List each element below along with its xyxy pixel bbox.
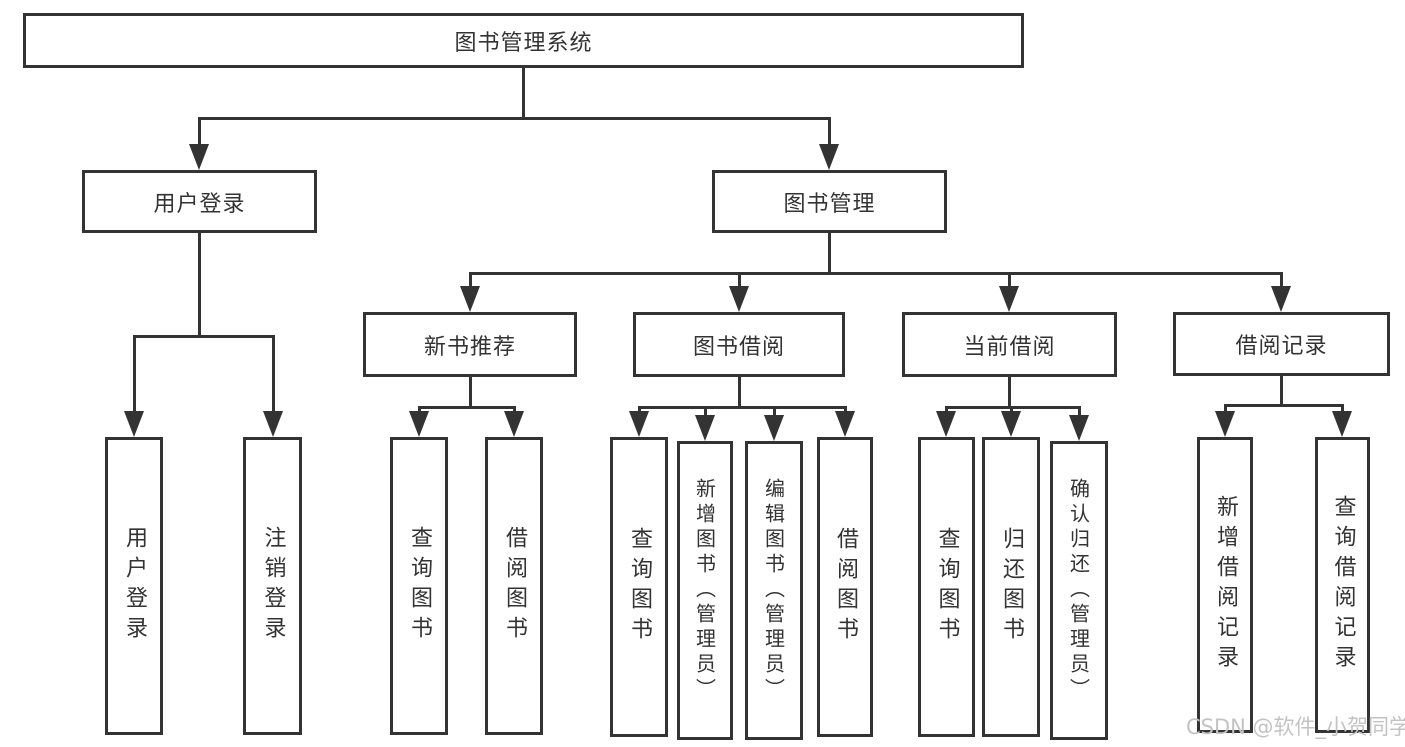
arrow-down-icon xyxy=(999,286,1019,312)
node-logout-leaf: 注销登录 xyxy=(243,437,302,735)
connector-drop-new-book xyxy=(469,272,472,288)
node-confirm-return-admin: 确认归还（管理员） xyxy=(1050,441,1108,740)
connector-drop-records xyxy=(1280,272,1283,288)
connector-current-rail xyxy=(945,406,1081,409)
connector-drop-book-management xyxy=(828,117,831,145)
node-borrowing-records: 借阅记录 xyxy=(1173,312,1390,376)
connector-book-management-stem xyxy=(828,233,831,275)
connector-drop xyxy=(638,406,641,414)
node-user-login-leaf: 用户登录 xyxy=(105,437,163,735)
arrow-down-icon xyxy=(819,144,839,170)
connector-drop-current xyxy=(1008,272,1011,288)
node-book-borrowing: 图书借阅 xyxy=(633,312,845,377)
node-query-books-current: 查询图书 xyxy=(918,437,975,737)
arrow-down-icon xyxy=(835,411,855,437)
node-add-books-admin: 新增图书（管理员） xyxy=(677,441,733,740)
arrow-down-icon xyxy=(936,411,956,437)
node-borrow-books-borrowing: 借阅图书 xyxy=(817,437,873,737)
arrow-down-icon xyxy=(1332,411,1352,437)
arrow-down-icon xyxy=(460,286,480,312)
connector-drop-user-login xyxy=(198,117,201,145)
connector-new-book-stem xyxy=(469,377,472,409)
arrow-down-icon xyxy=(1271,286,1291,312)
arrow-down-icon xyxy=(504,411,524,437)
node-new-book-recommendation: 新书推荐 xyxy=(363,312,577,377)
arrow-down-icon xyxy=(1069,415,1089,441)
node-add-borrow-record: 新增借阅记录 xyxy=(1197,437,1253,733)
node-user-login: 用户登录 xyxy=(82,170,317,233)
node-book-management: 图书管理 xyxy=(712,170,947,233)
connector-records-stem xyxy=(1280,376,1283,407)
node-query-borrow-record: 查询借阅记录 xyxy=(1315,437,1370,733)
connector-drop-login-leaf xyxy=(133,335,136,413)
arrow-down-icon xyxy=(263,411,283,437)
connector-drop xyxy=(1010,406,1013,414)
watermark: CSDN @软件_小贺同学 xyxy=(1186,715,1405,739)
arrow-down-icon xyxy=(1215,411,1235,437)
connector-drop-logout-leaf xyxy=(272,335,275,413)
arrow-down-icon xyxy=(189,144,209,170)
node-borrow-books-recommend: 借阅图书 xyxy=(485,437,543,735)
connector-user-login-stem xyxy=(198,233,201,337)
node-edit-books-admin: 编辑图书（管理员） xyxy=(745,441,803,740)
connector-drop xyxy=(945,406,948,414)
node-return-books: 归还图书 xyxy=(982,437,1040,737)
connector-drop-borrowing xyxy=(738,272,741,288)
arrow-down-icon xyxy=(629,411,649,437)
arrow-down-icon xyxy=(695,415,715,441)
node-library-management-system: 图书管理系统 xyxy=(23,13,1024,68)
node-query-books-borrowing: 查询图书 xyxy=(610,437,668,737)
connector-drop xyxy=(704,406,707,418)
connector-current-stem xyxy=(1008,377,1011,409)
arrow-down-icon xyxy=(764,415,784,441)
node-query-books-recommend: 查询图书 xyxy=(390,437,448,735)
node-current-borrowing: 当前借阅 xyxy=(902,312,1117,377)
connector-records-rail xyxy=(1224,404,1344,407)
connector-borrowing-stem xyxy=(738,377,741,409)
arrow-down-icon xyxy=(1001,411,1021,437)
connector-level3-rail xyxy=(469,272,1283,275)
connector-user-login-rail xyxy=(133,335,275,338)
connector-drop xyxy=(773,406,776,418)
arrow-down-icon xyxy=(409,411,429,437)
connector-drop xyxy=(513,406,516,414)
connector-level2-rail xyxy=(198,117,831,120)
connector-root-stem xyxy=(522,68,525,119)
connector-drop xyxy=(1078,406,1081,418)
connector-new-book-rail xyxy=(418,406,516,409)
connector-drop xyxy=(1341,404,1344,414)
connector-drop xyxy=(844,406,847,414)
arrow-down-icon xyxy=(124,411,144,437)
connector-drop xyxy=(418,406,421,414)
connector-borrowing-rail xyxy=(638,406,846,409)
arrow-down-icon xyxy=(729,286,749,312)
connector-drop xyxy=(1224,404,1227,414)
